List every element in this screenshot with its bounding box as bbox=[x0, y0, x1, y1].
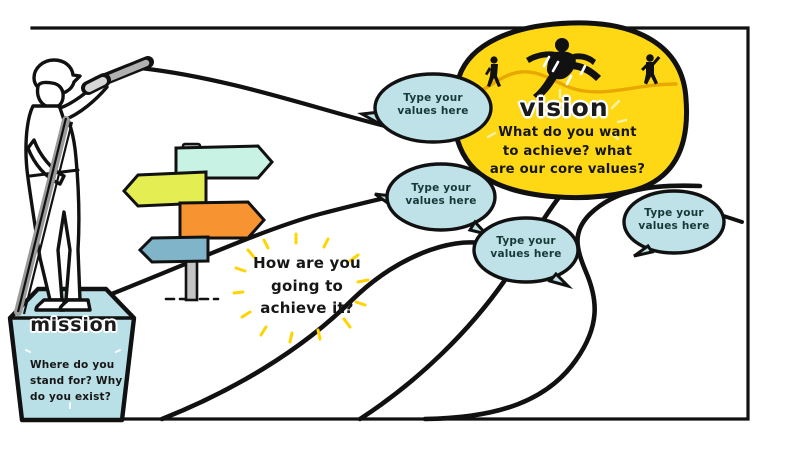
vision-blob-shape bbox=[451, 20, 690, 200]
climber-silhouette bbox=[641, 54, 661, 85]
mission-sparkles bbox=[25, 324, 121, 409]
sign-arrow-3[interactable] bbox=[178, 200, 267, 240]
sign-arrow-2[interactable] bbox=[121, 170, 208, 208]
value-bubble-3-tail bbox=[547, 271, 574, 289]
sign-arrow-4[interactable] bbox=[137, 235, 210, 264]
direction-signpost[interactable] bbox=[121, 142, 274, 302]
walker-silhouette bbox=[485, 56, 501, 87]
vision-blob[interactable] bbox=[451, 20, 690, 200]
value-bubble-2-shape bbox=[385, 162, 497, 232]
walking-stick-edge-a bbox=[16, 117, 68, 313]
value-bubble-3-shape bbox=[472, 216, 580, 284]
leaper-silhouette bbox=[526, 38, 601, 100]
value-bubble-1-shape bbox=[373, 72, 493, 144]
walking-stick-edge-b bbox=[22, 121, 74, 315]
poster-border bbox=[30, 26, 750, 421]
value-bubble-3[interactable] bbox=[472, 216, 580, 289]
value-bubble-2[interactable] bbox=[374, 162, 497, 237]
value-bubble-4-shape bbox=[622, 189, 726, 255]
value-bubble-4[interactable] bbox=[622, 189, 726, 258]
mission-pedestal[interactable] bbox=[7, 286, 137, 423]
center-question-sparkles bbox=[232, 232, 370, 344]
vision-ridge bbox=[459, 70, 678, 102]
value-bubble-1[interactable] bbox=[357, 72, 493, 144]
telescope-icon bbox=[81, 56, 154, 95]
person-with-telescope bbox=[24, 58, 109, 312]
value-bubble-4-tail bbox=[633, 243, 655, 258]
